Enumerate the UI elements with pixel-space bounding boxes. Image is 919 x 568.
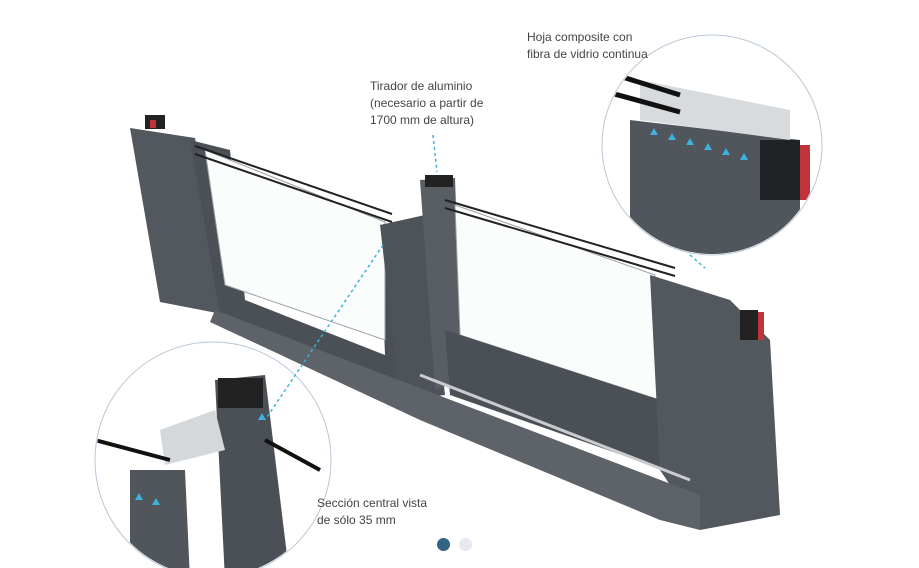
leader-central bbox=[264, 244, 384, 421]
bottom-rail bbox=[210, 310, 700, 530]
right-sash-bottom bbox=[445, 330, 665, 470]
annotation-central: Sección central vista de sólo 35 mm bbox=[317, 496, 428, 527]
annotation-handle: Tirador de aluminio (necesario a partir … bbox=[370, 79, 484, 127]
leader-handle bbox=[432, 134, 438, 173]
carousel-dot-2[interactable] bbox=[459, 538, 472, 551]
annotation-leaf: Hoja composite con fibra de vidrio conti… bbox=[527, 30, 648, 61]
carousel-dot-1-active[interactable] bbox=[437, 538, 450, 551]
leader-leaf bbox=[689, 254, 706, 269]
